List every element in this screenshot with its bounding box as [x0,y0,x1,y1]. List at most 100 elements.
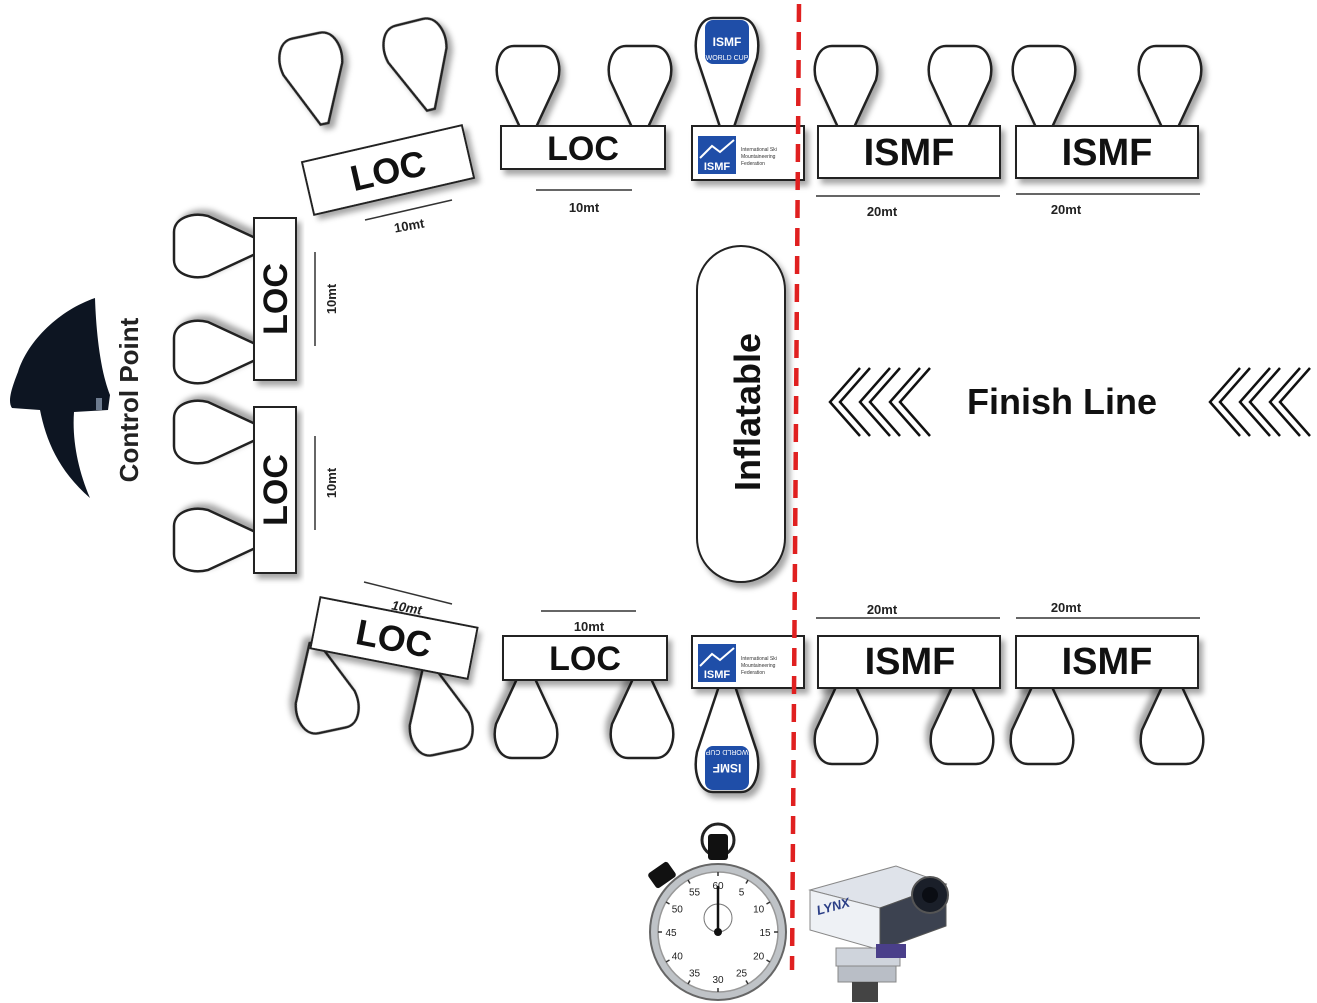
ismf-banner-label: ISMF [865,641,956,683]
top-loc-group: LOC 10mt [495,44,673,215]
stopwatch-tick [766,959,771,963]
left-loc-group-upper: LOC 10mt [172,213,339,385]
loc-banner-label: LOC [257,263,295,335]
left-loc-group-lower: LOC 10mt [172,399,339,574]
loc-banner [500,125,666,170]
stopwatch-tick [665,959,670,963]
stopwatch-button [648,861,676,889]
dimension-line [364,199,453,221]
ismf-full-name-line: International Ski [741,656,777,662]
ismf-logo-text: ISMF [713,761,742,775]
dimension-label: 10mt [569,200,600,215]
stopwatch-number: 35 [689,969,701,980]
loc-banner-label: LOC [257,454,295,526]
flag-icon [607,44,673,138]
tripod-head [852,982,878,1002]
finish-line-label: Finish Line [967,381,1157,422]
finish-line-arrows-left [828,367,931,437]
stopwatch-number: 40 [672,952,684,963]
stopwatch-tick [745,879,749,884]
flag-icon [609,666,675,760]
flag-icon [927,44,993,138]
flag-icon [1011,44,1077,138]
ismf-full-name-line: Mountaineering [741,663,776,669]
chevron-left-icon [898,367,931,437]
flag-icon [493,666,559,760]
chevron-left-icon [1278,367,1311,437]
top-ismf-group-2: ISMF 20mt [1011,44,1203,217]
stopwatch-number: 10 [753,905,765,916]
chevron-left-icon [1238,367,1271,437]
chevron-left-icon [1218,367,1251,437]
ismf-logo-subtext: WORLD CUP [706,55,749,62]
ismf-banner [817,635,1001,689]
chevron-left-icon [838,367,871,437]
mountain-icon [699,647,735,667]
ismf-banner-label: ISMF [1062,641,1153,683]
dimension-label: 20mt [1051,600,1082,615]
ismf-banner [1015,635,1199,689]
finish-line [789,3,802,971]
flag-icon [172,319,266,385]
camera-badge [876,944,906,958]
dimension-label: 10mt [393,215,426,235]
flag-icon [1137,44,1203,138]
loc-banner [253,406,297,574]
finish-line-arrows-right [1208,367,1311,437]
ismf-logo-text: ISMF [713,35,742,49]
dimension-line [363,581,453,605]
stopwatch-number: 30 [712,975,724,986]
dimension-label: 20mt [867,602,898,617]
loc-banner [300,124,476,216]
bottom-loc-group: LOC 10mt [493,610,675,760]
loc-banner [253,217,297,381]
flag-icon [377,13,463,119]
stopwatch-tick [766,901,771,905]
bottom-ismf-logo-group: ISMF WORLD CUP ISMF International Ski Mo… [691,635,805,794]
ismf-banner [1015,125,1199,179]
ismf-flag-logo [705,20,749,64]
stopwatch-tick [687,980,691,985]
chevron-left-icon [1208,367,1241,437]
camera-lens-center [922,887,938,903]
inflatable-label: Inflatable [727,333,768,491]
stopwatch-tick [745,980,749,985]
ismf-logo-text: ISMF [704,161,731,173]
ismf-banner [817,125,1001,179]
ismf-flag-logo [705,746,749,790]
flag-icon [813,44,879,138]
stopwatch-hub [714,928,722,936]
ismf-full-name-line: Federation [741,161,765,167]
top-ismf-group-1: ISMF 20mt [813,44,1001,219]
ismf-banner-label: ISMF [1062,132,1153,174]
camera-mount [837,965,897,983]
loc-banner [502,635,668,681]
control-point-label: Control Point [114,317,144,482]
flag-icon [273,27,357,132]
bottom-ismf-group-2: ISMF 20mt [1009,600,1205,766]
ismf-full-name-line: International Ski [741,147,777,153]
inflatable-group: Inflatable [696,245,786,583]
flag-icon [172,399,266,465]
stopwatch-number: 15 [759,928,771,939]
stopwatch-number: 5 [739,887,745,898]
flag-icon [172,213,266,279]
dimension-label: 10mt [574,619,605,634]
stopwatch-icon: 60510152025303540455055 [648,822,787,1001]
stopwatch-crown [708,834,728,860]
mountain-icon [699,139,735,159]
ismf-banner-label: ISMF [864,132,955,174]
top-ismf-logo-group: ISMF WORLD CUP ISMF International Ski Mo… [691,16,805,181]
ismf-full-name-line: Mountaineering [741,154,776,160]
camera-icon: LYNX [808,865,949,1002]
inflatable-shape [696,245,786,583]
dimension-label: 20mt [1051,202,1082,217]
dimension-label: 10mt [324,467,339,498]
bottom-ismf-group-1: ISMF 20mt [813,602,1001,766]
chevron-left-icon [1268,367,1301,437]
control-point-tent [10,298,110,498]
ismf-full-name-line: Federation [741,670,765,676]
tent-icon [10,298,110,498]
stopwatch-tick [687,879,691,884]
